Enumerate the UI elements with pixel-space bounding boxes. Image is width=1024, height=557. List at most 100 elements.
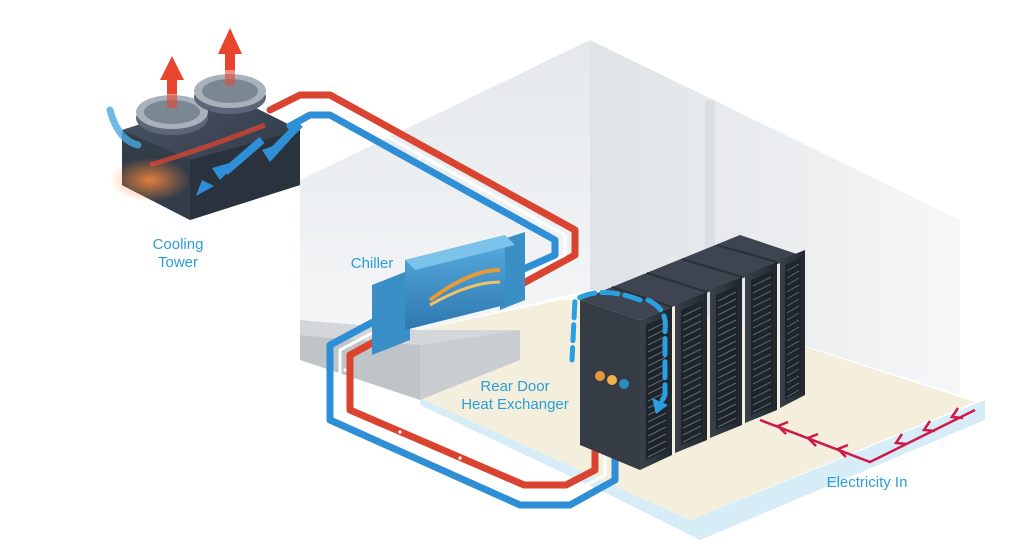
label-cooling-tower: Cooling Tower — [138, 236, 218, 272]
pipe-flow-tick — [398, 430, 402, 434]
server-unit-line — [647, 447, 667, 458]
platform-front — [300, 335, 420, 400]
server-unit-line — [682, 418, 702, 429]
server-unit-line — [682, 369, 702, 380]
server-racks — [580, 235, 805, 470]
server-unit-line — [682, 397, 702, 408]
server-unit-line — [752, 339, 772, 350]
server-unit-line — [717, 361, 737, 372]
server-unit-line — [717, 396, 737, 407]
flow-arrow-icon — [196, 121, 303, 196]
server-unit-line — [717, 291, 737, 302]
server-unit-line — [682, 411, 702, 422]
pipe-flow-tick — [343, 393, 347, 397]
server-unit-line — [786, 382, 800, 391]
server-unit-line — [647, 440, 667, 451]
label-cooling-tower-line2: Tower — [157, 254, 198, 271]
server-unit-line — [786, 375, 800, 384]
power-arrow-icon — [775, 407, 964, 458]
label-cooling-tower-line1: Cooling — [152, 236, 204, 253]
server-unit-line — [682, 320, 702, 331]
flow-arrow-icon — [106, 106, 142, 149]
server-unit-line — [647, 419, 667, 430]
server-unit-line — [752, 325, 772, 336]
server-unit-line — [752, 290, 772, 301]
server-unit-line — [717, 298, 737, 309]
server-unit-line — [682, 348, 702, 359]
electricity-line — [759, 408, 976, 464]
pipe-flow-tick — [518, 488, 522, 492]
server-unit-line — [786, 333, 800, 342]
server-unit-line — [752, 276, 772, 287]
server-unit-line — [682, 376, 702, 387]
server-unit-line — [752, 367, 772, 378]
server-unit-line — [786, 277, 800, 286]
flow-arrow-icon — [595, 371, 668, 414]
server-unit-line — [717, 326, 737, 337]
server-unit-line — [752, 283, 772, 294]
server-unit-line — [717, 410, 737, 421]
server-unit-line — [682, 334, 702, 345]
server-unit-line — [752, 388, 772, 399]
server-unit-line — [786, 319, 800, 328]
fan-icon — [194, 74, 266, 114]
server-rack-icon — [745, 262, 777, 423]
server-unit-line — [682, 313, 702, 324]
label-rear-door-line1: Rear Door — [480, 378, 550, 395]
server-rack-icon — [710, 277, 742, 438]
pipe-flow-tick — [343, 368, 347, 372]
server-unit-line — [682, 383, 702, 394]
server-unit-line — [682, 362, 702, 373]
server-unit-line — [786, 368, 800, 377]
up-arrow-icon — [160, 56, 184, 108]
rear-door-heat-exchanger — [580, 300, 640, 470]
server-unit-line — [647, 377, 667, 388]
server-unit-line — [752, 346, 772, 357]
server-rack-icon — [675, 292, 707, 453]
server-unit-line — [786, 312, 800, 321]
server-unit-line — [786, 361, 800, 370]
server-unit-line — [752, 304, 772, 315]
pipe-flow-tick — [358, 123, 362, 127]
server-unit-line — [682, 404, 702, 415]
server-unit-line — [717, 340, 737, 351]
server-unit-line — [752, 311, 772, 322]
label-electricity-in: Electricity In — [826, 474, 908, 491]
server-unit-line — [717, 319, 737, 330]
server-unit-line — [647, 426, 667, 437]
server-unit-line — [717, 305, 737, 316]
label-rear-door-line2: Heat Exchanger — [461, 396, 569, 413]
up-arrow-icon — [218, 28, 242, 85]
server-unit-line — [752, 395, 772, 406]
server-unit-line — [752, 318, 772, 329]
server-unit-line — [786, 389, 800, 398]
server-unit-line — [647, 356, 667, 367]
server-unit-line — [786, 354, 800, 363]
cooling-tower — [106, 28, 303, 220]
server-unit-line — [682, 327, 702, 338]
server-unit-line — [786, 347, 800, 356]
server-unit-line — [717, 382, 737, 393]
server-unit-line — [682, 425, 702, 436]
pipe-flow-tick — [538, 222, 542, 226]
platform-side — [420, 330, 520, 400]
server-unit-line — [717, 354, 737, 365]
server-unit-line — [717, 368, 737, 379]
server-rack-icon — [780, 250, 805, 408]
server-unit-line — [752, 402, 772, 413]
server-unit-line — [647, 412, 667, 423]
chiller — [372, 232, 525, 355]
pipe-flow-tick — [478, 189, 482, 193]
server-unit-line — [786, 340, 800, 349]
server-unit-line — [682, 341, 702, 352]
server-unit-line — [752, 297, 772, 308]
server-unit-line — [786, 291, 800, 300]
heat-flow-loop — [569, 290, 668, 411]
server-unit-line — [786, 326, 800, 335]
server-unit-line — [647, 433, 667, 444]
server-unit-line — [717, 389, 737, 400]
pipe-flow-tick — [418, 156, 422, 160]
server-unit-line — [752, 374, 772, 385]
server-unit-line — [786, 263, 800, 272]
